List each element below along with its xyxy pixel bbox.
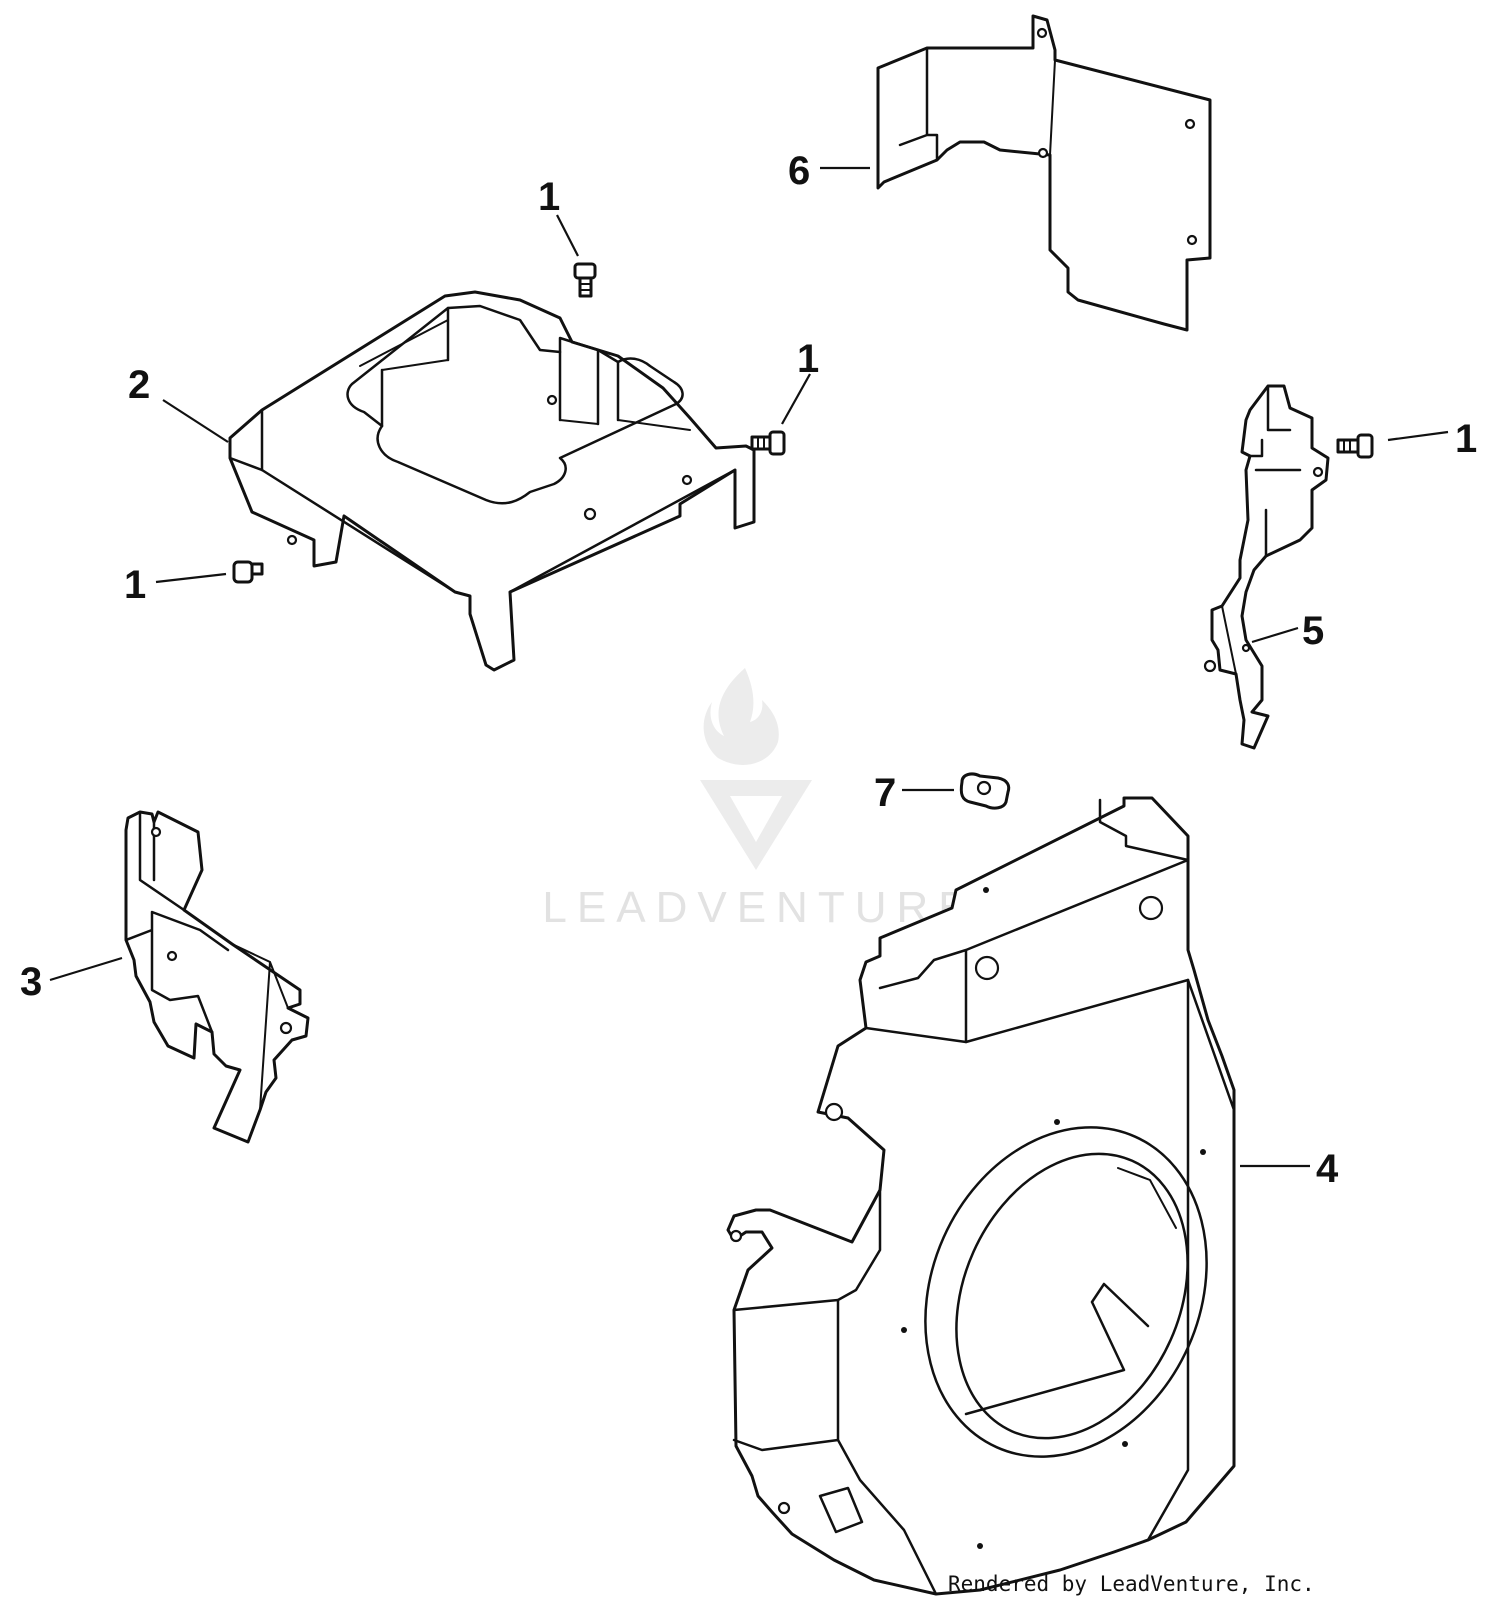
bolt-right-of-shroud: [750, 430, 786, 456]
grommet-part: [959, 772, 1011, 810]
right-baffle-part: [1203, 384, 1330, 750]
left-baffle-part: [124, 810, 310, 1144]
cylinder-shroud-part: [228, 290, 756, 672]
watermark-logo: [700, 668, 812, 870]
callout-grommet: 7: [874, 771, 896, 815]
bolt-top: [573, 262, 597, 298]
callout-bolt-far-right: 1: [1455, 417, 1477, 461]
callout-bolt-top: 1: [538, 175, 560, 219]
callout-right-baffle: 5: [1302, 609, 1324, 653]
render-credit: Rendered by LeadVenture, Inc.: [948, 1572, 1315, 1596]
callout-cylinder-shroud: 2: [128, 363, 150, 407]
bolt-far-right: [1336, 433, 1374, 459]
watermark-text: LEADVENTURE: [542, 883, 977, 932]
blower-housing-part: [726, 796, 1236, 1596]
callout-bolt-right-of-shroud: 1: [797, 337, 819, 381]
bolt-left-of-shroud: [232, 560, 264, 584]
leader-lines: [49, 166, 1449, 1168]
callout-left-baffle: 3: [20, 960, 42, 1004]
callout-blower-housing: 4: [1316, 1147, 1339, 1191]
top-baffle-part: [876, 14, 1212, 332]
callout-bolt-left-of-shroud: 1: [124, 563, 146, 607]
callout-top-baffle: 6: [788, 149, 810, 193]
